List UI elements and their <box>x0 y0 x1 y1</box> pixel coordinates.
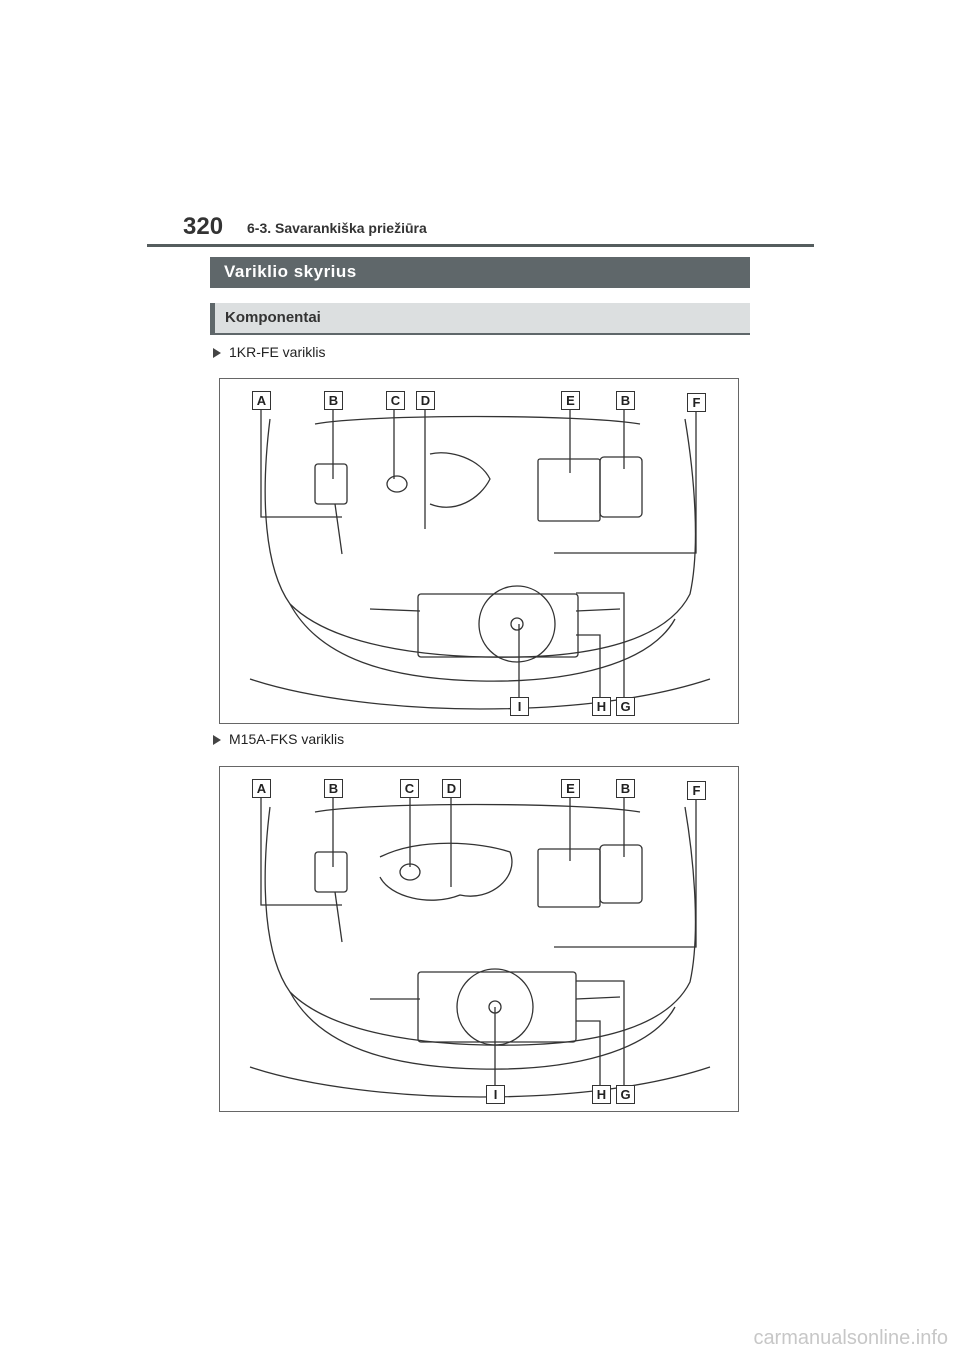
figure-2-caption: M15A-FKS variklis <box>213 731 344 747</box>
figure-2-caption-text: M15A-FKS variklis <box>229 731 345 747</box>
label-c: C <box>386 391 405 410</box>
label-b: B <box>324 779 343 798</box>
label-h: H <box>592 1085 611 1104</box>
washer-tank-shape <box>314 851 348 893</box>
bullet-arrow-icon <box>213 735 221 746</box>
label-e: E <box>561 391 580 410</box>
label-i: I <box>510 697 529 716</box>
radiator-shape <box>417 593 579 658</box>
label-b-2: B <box>616 391 635 410</box>
label-i: I <box>486 1085 505 1104</box>
sub-heading: Komponentai <box>210 303 750 335</box>
engine-compartment-illustration <box>249 795 711 1098</box>
radiator-shape <box>417 971 577 1043</box>
label-a: A <box>252 779 271 798</box>
washer-tank-shape <box>314 463 348 505</box>
label-d: D <box>442 779 461 798</box>
engine-diagram-1kr: A B C D E B F I H G <box>219 378 739 724</box>
engine-diagram-m15a: A B C D E B F I H G <box>219 766 739 1112</box>
main-heading: Variklio skyrius <box>210 257 750 288</box>
label-f: F <box>687 781 706 800</box>
label-b: B <box>324 391 343 410</box>
fuse-box-shape <box>599 456 643 518</box>
engine-compartment-illustration <box>249 407 711 710</box>
figure-1-caption: 1KR-FE variklis <box>213 344 325 360</box>
label-b-2: B <box>616 779 635 798</box>
fuse-box-shape <box>599 844 643 904</box>
label-e: E <box>561 779 580 798</box>
label-a: A <box>252 391 271 410</box>
label-c: C <box>400 779 419 798</box>
figure-1-caption-text: 1KR-FE variklis <box>229 344 326 360</box>
page-number: 320 <box>183 213 224 240</box>
battery-shape <box>537 458 601 522</box>
header-divider <box>147 244 814 247</box>
label-h: H <box>592 697 611 716</box>
label-f: F <box>687 393 706 412</box>
label-d: D <box>416 391 435 410</box>
bullet-arrow-icon <box>213 348 221 359</box>
label-g: G <box>616 1085 635 1104</box>
label-g: G <box>616 697 635 716</box>
watermark: carmanualsonline.info <box>753 1327 948 1349</box>
battery-shape <box>537 848 601 908</box>
section-title: 6-3. Savarankiška priežiūra <box>247 220 427 236</box>
